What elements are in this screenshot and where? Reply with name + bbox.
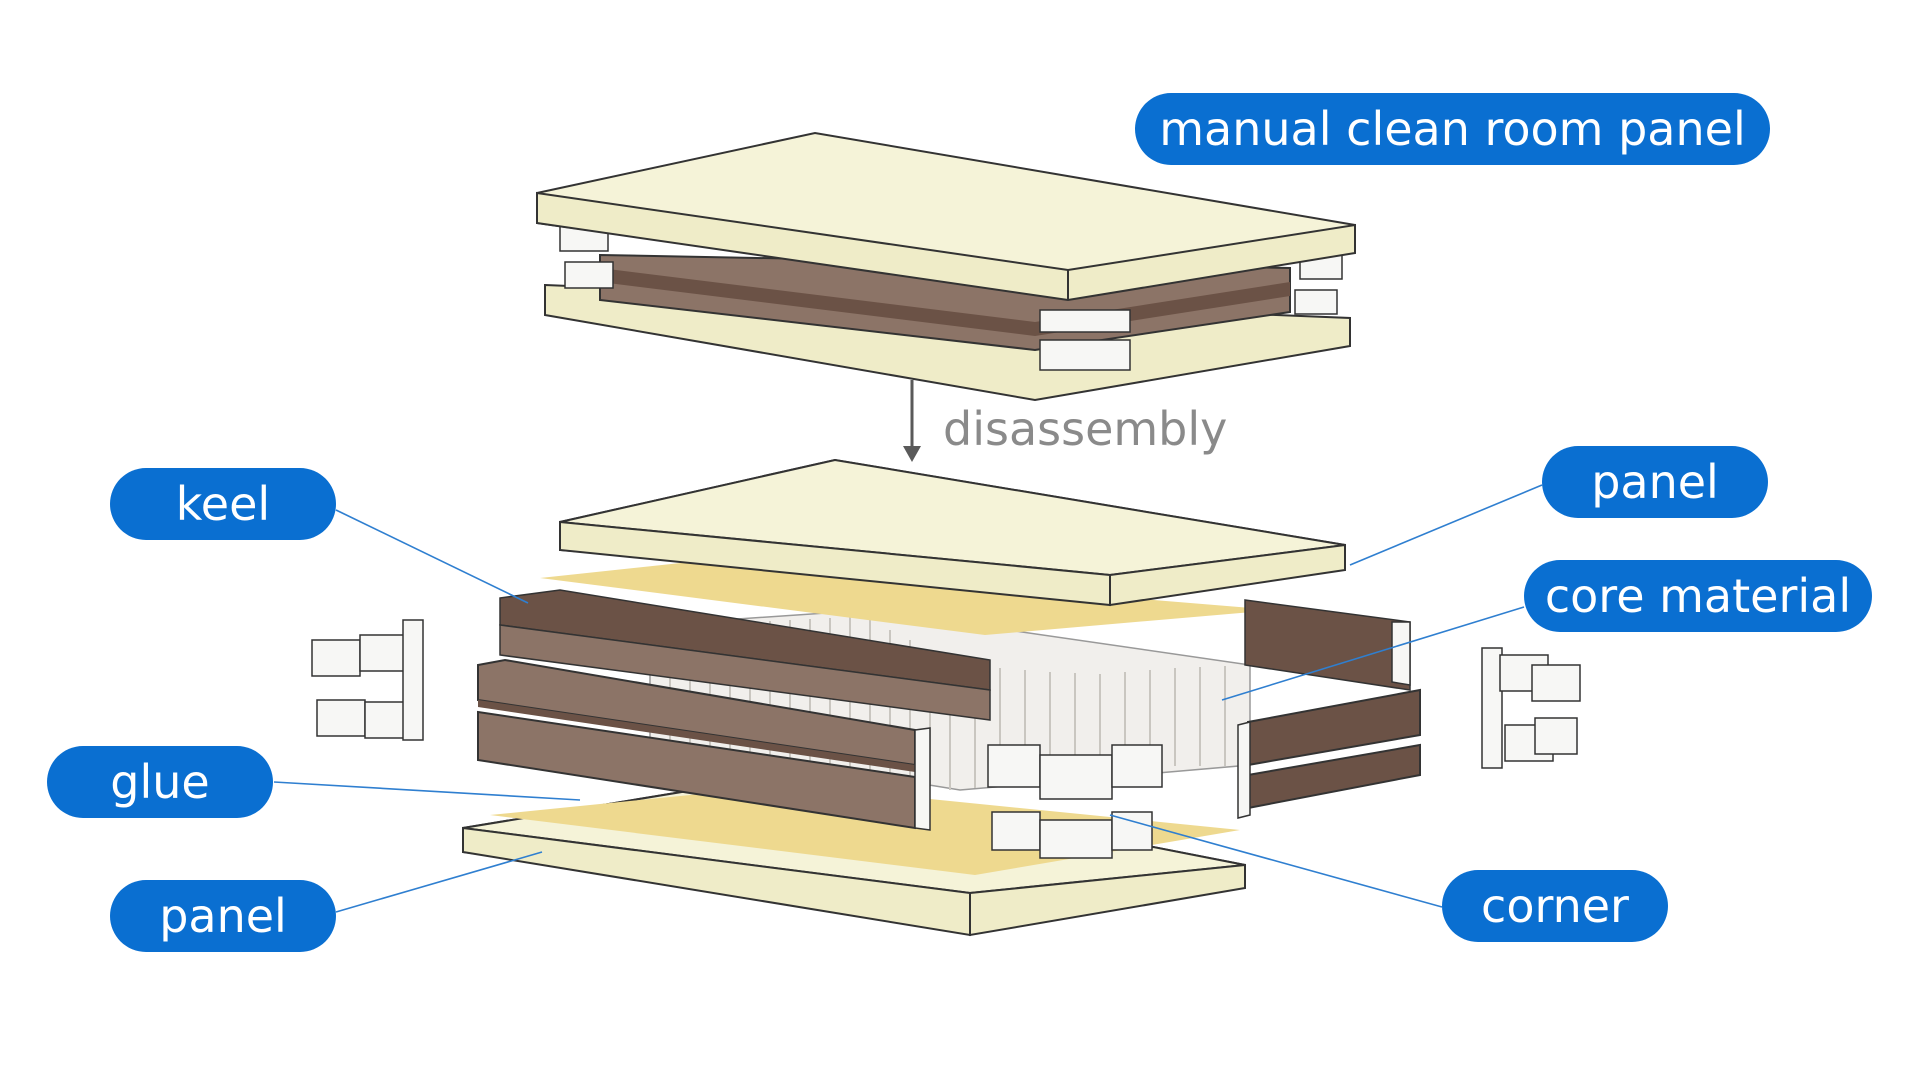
leader-lines [273, 484, 1543, 913]
corner-label: corner [1442, 870, 1668, 942]
back-right-keel [1244, 599, 1411, 691]
top-panel-shape [559, 458, 1346, 607]
corner-piece-right [1481, 647, 1581, 769]
disassembly-caption: disassembly [943, 402, 1228, 456]
corner-piece-left [311, 619, 424, 741]
panel-bottom-label: panel [110, 880, 336, 952]
top-glue-sheet [540, 562, 1275, 635]
back-left-keel [499, 589, 991, 721]
assembled-panel [536, 131, 1356, 402]
panel-top-label: panel [1542, 446, 1768, 518]
glue-label: glue [47, 746, 273, 818]
core-material-label: core material [1524, 560, 1872, 632]
title-label: manual clean room panel [1135, 93, 1770, 165]
front-left-keel [477, 658, 931, 831]
front-right-keel [1237, 688, 1421, 819]
keel-label: keel [110, 468, 336, 540]
corner-piece-front [987, 744, 1163, 859]
disassembly-arrow [903, 380, 921, 462]
